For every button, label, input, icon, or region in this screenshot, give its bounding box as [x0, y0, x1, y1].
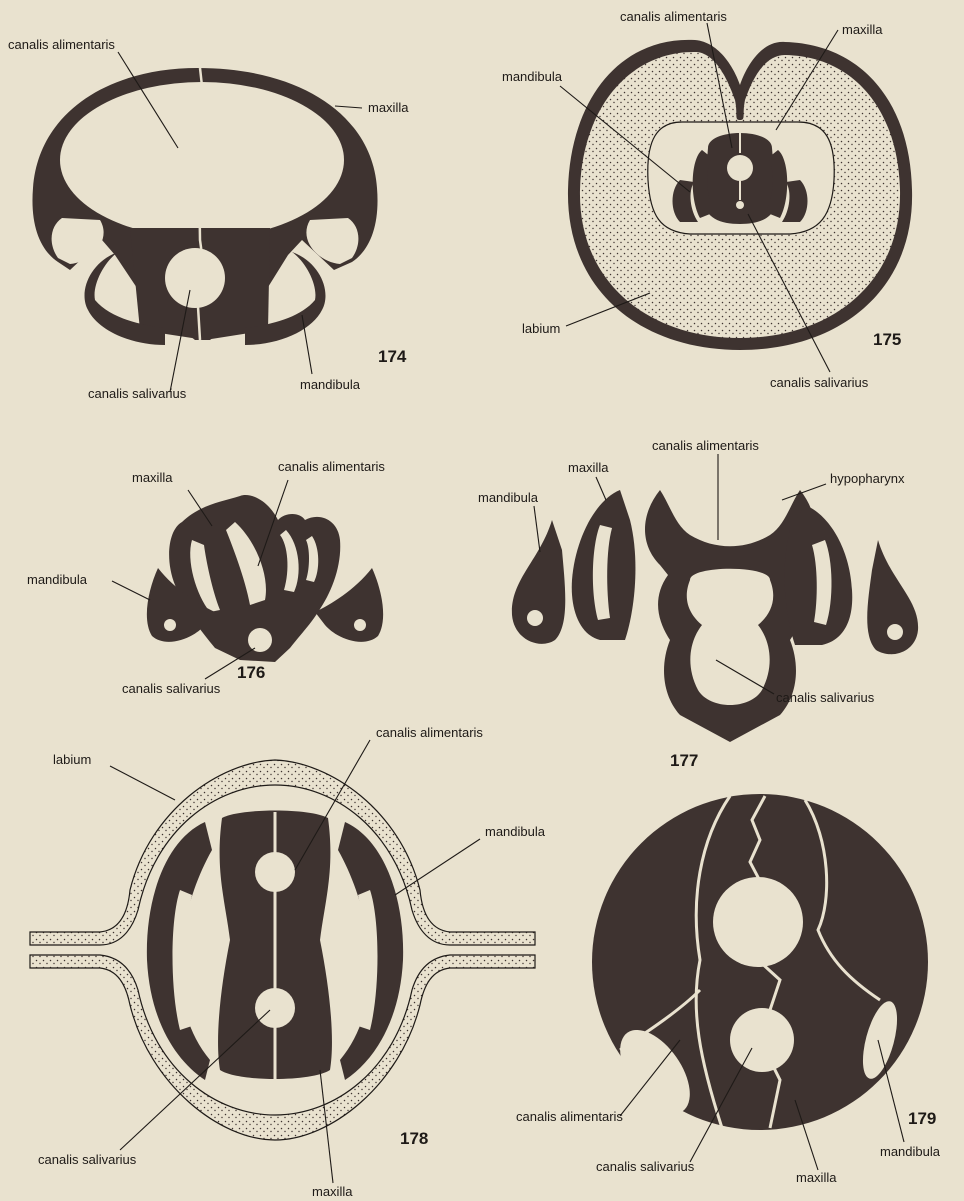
label-178-canalis-salivarius: canalis salivarius	[38, 1152, 137, 1167]
label-175-maxilla: maxilla	[842, 22, 883, 37]
canalis-alimentaris-lumen	[255, 852, 295, 892]
label-175-canalis-alimentaris: canalis alimentaris	[620, 9, 727, 24]
label-174-maxilla: maxilla	[368, 100, 409, 115]
label-177-canalis-salivarius: canalis salivarius	[776, 690, 875, 705]
label-178-mandibula: mandibula	[485, 824, 546, 839]
label-177-mandibula: mandibula	[478, 490, 539, 505]
figure-number-178: 178	[400, 1129, 428, 1148]
figure-178	[30, 740, 535, 1183]
figure-175	[560, 23, 912, 372]
canalis-salivarius-lumen	[255, 988, 295, 1028]
label-177-hypopharynx: hypopharynx	[830, 471, 905, 486]
label-176-mandibula: mandibula	[27, 572, 88, 587]
label-176-maxilla: maxilla	[132, 470, 173, 485]
label-178-maxilla: maxilla	[312, 1184, 353, 1199]
label-177-maxilla: maxilla	[568, 460, 609, 475]
canalis-salivarius-lumen	[730, 1008, 794, 1072]
label-176-canalis-salivarius: canalis salivarius	[122, 681, 221, 696]
figure-179	[592, 794, 928, 1170]
figure-number-174: 174	[378, 347, 407, 366]
label-176-canalis-alimentaris: canalis alimentaris	[278, 459, 385, 474]
label-175-canalis-salivarius: canalis salivarius	[770, 375, 869, 390]
figure-174	[32, 52, 377, 392]
label-174-canalis-salivarius: canalis salivarius	[88, 386, 187, 401]
figure-176	[112, 480, 383, 679]
canalis-salivarius-lumen	[687, 569, 773, 705]
canalis-alimentaris-lumen	[60, 82, 344, 238]
figure-number-175: 175	[873, 330, 901, 349]
canalis-salivarius-lumen	[165, 248, 225, 308]
label-179-canalis-salivarius: canalis salivarius	[596, 1159, 695, 1174]
label-179-maxilla: maxilla	[796, 1170, 837, 1185]
figure-number-177: 177	[670, 751, 698, 770]
canalis-alimentaris-lumen	[713, 877, 803, 967]
canalis-alimentaris-lumen	[727, 155, 753, 181]
label-179-mandibula: mandibula	[880, 1144, 941, 1159]
label-175-mandibula: mandibula	[502, 69, 563, 84]
label-174-canalis-alimentaris: canalis alimentaris	[8, 37, 115, 52]
figure-number-179: 179	[908, 1109, 936, 1128]
label-175-labium: labium	[522, 321, 560, 336]
label-178-labium: labium	[53, 752, 91, 767]
label-177-canalis-alimentaris: canalis alimentaris	[652, 438, 759, 453]
label-178-canalis-alimentaris: canalis alimentaris	[376, 725, 483, 740]
label-174-mandibula: mandibula	[300, 377, 361, 392]
label-179-canalis-alimentaris: canalis alimentaris	[516, 1109, 623, 1124]
canalis-salivarius-lumen	[248, 628, 272, 652]
figure-number-176: 176	[237, 663, 265, 682]
